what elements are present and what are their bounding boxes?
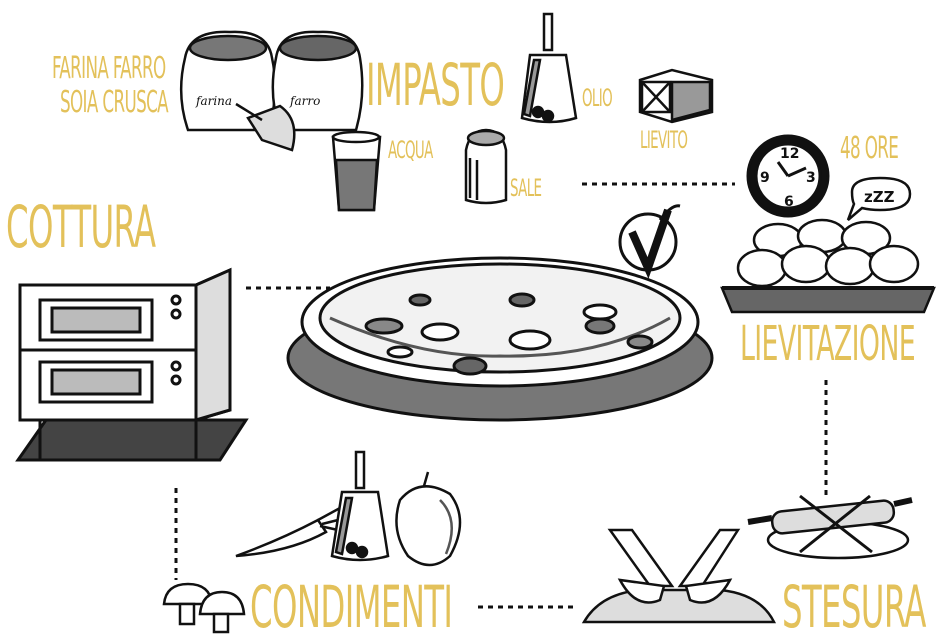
yeast-block-icon (640, 70, 712, 122)
flours-line2-label: SOIA CRUSCA (60, 88, 168, 118)
flour-sacks-icon: farina farro (181, 32, 362, 150)
clock-icon: 12 3 6 9 (748, 136, 828, 216)
rolling-pin-crossed-icon (748, 496, 912, 558)
water-glass-icon (333, 132, 380, 210)
acqua-label: ACQUA (388, 138, 433, 162)
pepper-icon (396, 472, 460, 565)
vegan-badge-icon (620, 206, 680, 270)
svg-text:6: 6 (784, 194, 794, 210)
oven-icon (18, 270, 246, 460)
rising-time-label: 48 ORE (840, 134, 898, 164)
flours-line1-label: FARINA FARRO (52, 54, 166, 84)
stage-condimenti-label: CONDIMENTI (250, 578, 452, 636)
stage-lievitazione-label: LIEVITAZIONE (740, 320, 915, 368)
olio-label: OLIO (582, 86, 612, 110)
sale-label: SALE (510, 176, 541, 200)
sleep-text: zZZ (864, 188, 895, 206)
lievito-label: LIEVITO (640, 128, 687, 152)
stage-stesura-label: STESURA (782, 578, 926, 636)
sack-farro-label: farro (289, 94, 320, 108)
sack-farina-label: farina (195, 94, 232, 108)
stage-cottura-label: COTTURA (6, 198, 155, 256)
svg-text:3: 3 (806, 170, 816, 186)
hands-kneading-icon (584, 530, 774, 622)
pizza-icon (288, 258, 712, 420)
svg-text:12: 12 (780, 146, 799, 162)
mushrooms-icon (164, 584, 244, 632)
carrot-icon (236, 508, 346, 556)
oil-bottle-condiments-icon (332, 452, 388, 560)
dough-balls-tray-icon (722, 220, 934, 312)
salt-shaker-icon (466, 130, 506, 203)
sleep-bubble-icon: zZZ (848, 178, 910, 220)
svg-text:9: 9 (760, 170, 770, 186)
stage-impasto-label: IMPASTO (366, 56, 504, 114)
oil-bottle-icon (522, 14, 576, 122)
